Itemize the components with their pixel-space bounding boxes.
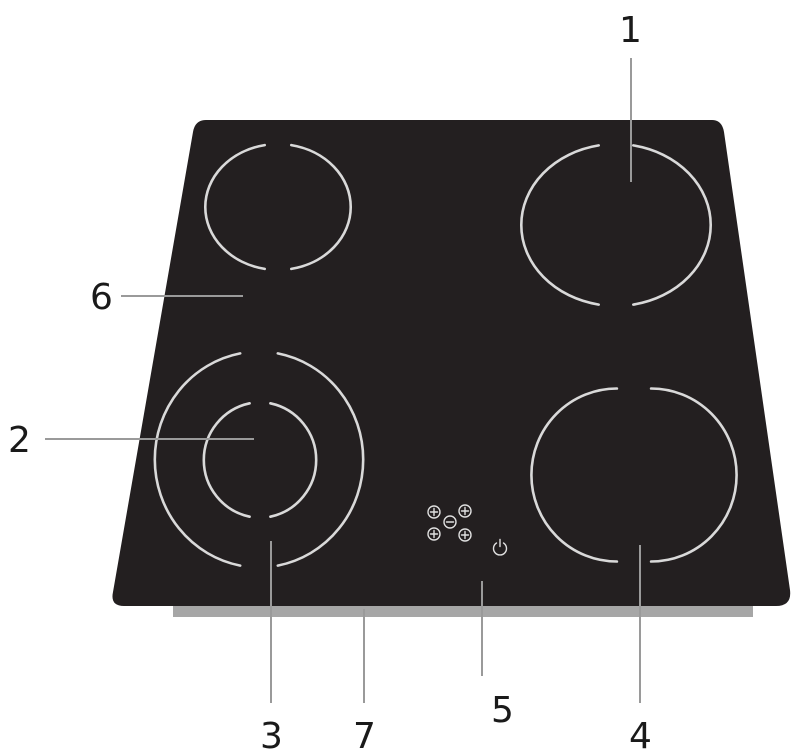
callout-4: 4 — [629, 716, 652, 755]
control-panel — [427, 504, 508, 556]
minus-icon — [443, 515, 457, 529]
glass-top — [112, 120, 791, 606]
plus-icon-3 — [427, 527, 441, 541]
power-icon — [492, 538, 508, 556]
plus-icon-1 — [427, 505, 441, 519]
callout-5: 5 — [491, 690, 514, 731]
leader-lines — [45, 58, 641, 703]
cooking-zone-top-left — [204, 143, 352, 271]
callout-2: 2 — [8, 420, 31, 461]
cooking-zone-top-right — [520, 144, 712, 306]
cooking-zone-bottom-right — [530, 387, 738, 563]
callout-6: 6 — [90, 277, 113, 318]
callout-3: 3 — [260, 716, 283, 755]
callout-1: 1 — [619, 10, 642, 51]
plus-icon-2 — [458, 504, 472, 518]
callout-labels: 1 2 3 4 5 6 7 — [8, 10, 652, 755]
plus-icon-4 — [458, 528, 472, 542]
dual-cooking-zone-bottom-left — [153, 352, 365, 567]
callout-7: 7 — [353, 716, 376, 755]
